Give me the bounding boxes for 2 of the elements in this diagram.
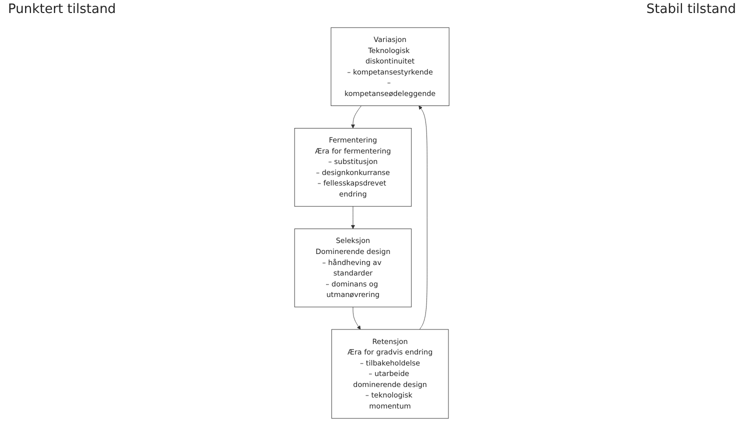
axis-label: Punktert tilstand (8, 2, 116, 19)
axis-label: Stabil tilstand (646, 2, 736, 19)
